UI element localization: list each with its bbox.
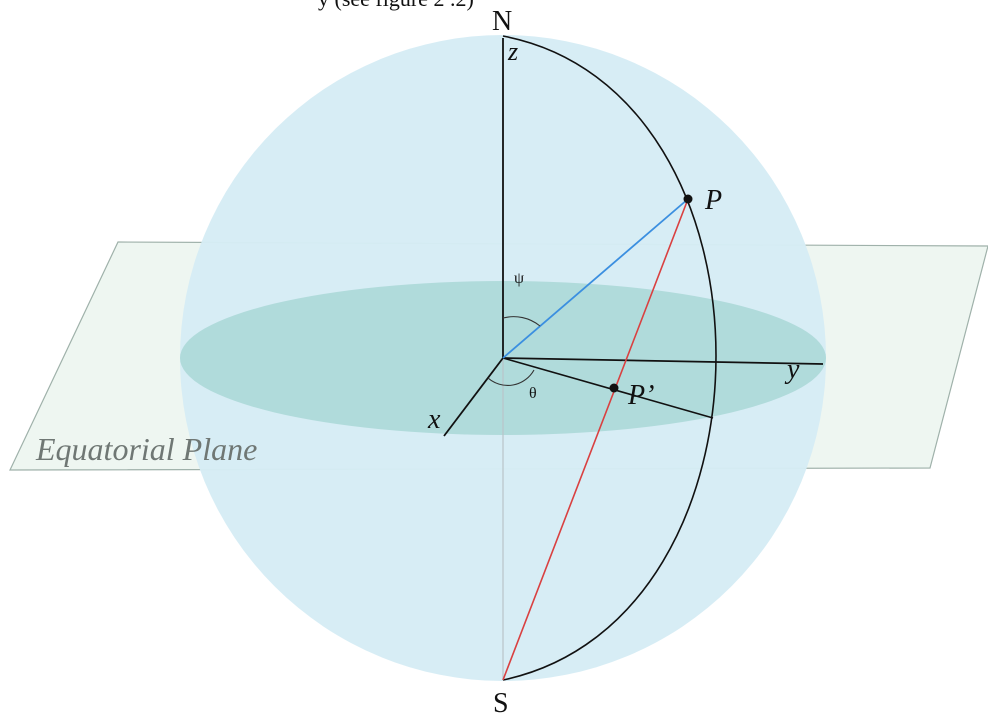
segment-op xyxy=(502,198,689,359)
label-angle-psi: ψ xyxy=(514,270,524,287)
angle-psi-arc xyxy=(502,316,541,327)
header-text-partial: y (see figure 2 .2) xyxy=(318,0,474,11)
x-axis xyxy=(443,357,504,437)
point-p xyxy=(683,194,693,204)
label-equatorial-plane: Equatorial Plane xyxy=(35,431,257,467)
label-x-axis: x xyxy=(427,404,441,435)
label-y-axis: y xyxy=(784,354,800,385)
label-south: S xyxy=(493,688,509,718)
point-p-prime xyxy=(609,383,619,393)
label-z-axis: z xyxy=(507,37,518,66)
meridian-arc xyxy=(502,35,717,681)
label-point-p: P xyxy=(704,185,722,216)
projection-radius xyxy=(502,357,714,419)
label-north: N xyxy=(492,6,512,37)
y-axis xyxy=(502,357,824,365)
label-angle-theta: θ xyxy=(529,385,537,402)
segment-sp xyxy=(502,198,689,681)
label-point-p-prime: P’ xyxy=(627,380,654,411)
angle-theta-arc xyxy=(487,369,535,386)
